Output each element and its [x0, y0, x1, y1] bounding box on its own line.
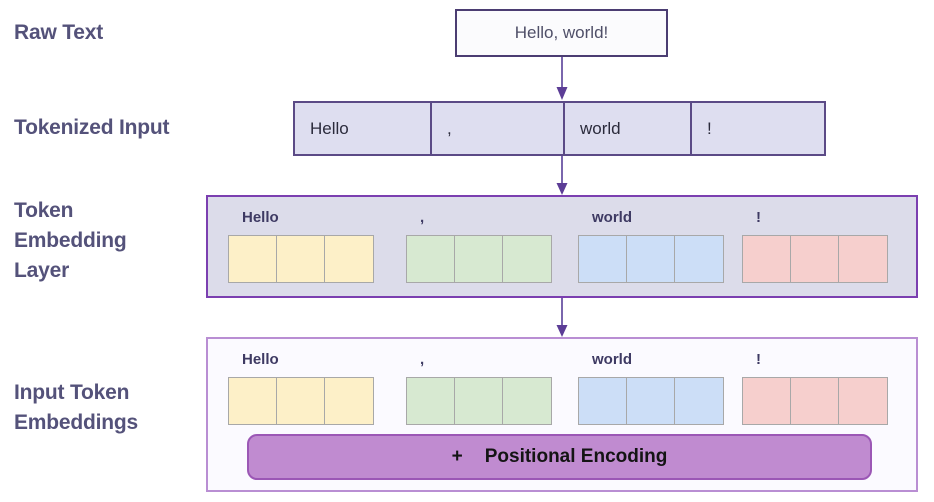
embedding-group-label: , [420, 351, 425, 368]
arrow-down-icon [556, 156, 568, 195]
embedding-vector-cells [406, 377, 552, 425]
embedding-vector-cells [742, 377, 888, 425]
row-label-input-token-embeddings: Input Token Embeddings [14, 381, 139, 434]
embedding-group-label: ! [756, 209, 761, 226]
embedding-vector-cells [228, 235, 374, 283]
embedding-cell [791, 236, 839, 282]
embedding-cell [579, 378, 627, 424]
embedding-vector-cells [578, 235, 724, 283]
embedding-cell [455, 378, 503, 424]
embedding-cell [503, 378, 551, 424]
token-cell-label: Hello [310, 118, 349, 138]
positional-encoding-bar: + Positional Encoding [247, 434, 872, 480]
embedding-vector-cells [406, 235, 552, 283]
embedding-cell [627, 378, 675, 424]
embedding-vector-cells [228, 377, 374, 425]
embedding-group-label: Hello [242, 209, 279, 226]
token-embedding-layer-panel: Hello , world ! [206, 195, 918, 298]
embedding-cell [325, 378, 373, 424]
token-cell: world [565, 103, 692, 154]
token-cell: Hello [295, 103, 432, 154]
token-cell-label: , [447, 118, 452, 138]
embedding-cell [455, 236, 503, 282]
embedding-cell [277, 378, 325, 424]
embedding-cell [325, 236, 373, 282]
embedding-cell [839, 378, 887, 424]
embedding-cell [743, 236, 791, 282]
positional-encoding-label: Positional Encoding [484, 446, 668, 467]
embedding-group-label: world [592, 351, 632, 368]
row-label-token-embedding-layer: Token Embedding Layer [14, 199, 127, 282]
raw-text-box: Hello, world! [455, 9, 668, 57]
embedding-cell [675, 236, 723, 282]
arrow-down-icon [556, 298, 568, 337]
token-cell: ! [692, 103, 824, 154]
embedding-cell [407, 378, 455, 424]
embedding-cell [791, 378, 839, 424]
tokenized-input-row: Hello , world ! [293, 101, 826, 156]
embedding-cell [743, 378, 791, 424]
embedding-cell [503, 236, 551, 282]
embedding-cell [579, 236, 627, 282]
token-cell: , [432, 103, 565, 154]
embedding-cell [839, 236, 887, 282]
embedding-group-label: Hello [242, 351, 279, 368]
plus-icon: + [451, 446, 463, 467]
embedding-cell [229, 236, 277, 282]
embedding-cell [627, 236, 675, 282]
embedding-cell [229, 378, 277, 424]
embedding-group-label: ! [756, 351, 761, 368]
embedding-cell [407, 236, 455, 282]
raw-text-value: Hello, world! [514, 23, 609, 42]
embedding-group-label: world [592, 209, 632, 226]
token-cell-label: ! [707, 118, 712, 138]
embedding-vector-cells [578, 377, 724, 425]
row-label-tokenized-input: Tokenized Input [14, 116, 170, 139]
token-cell-label: world [580, 118, 621, 138]
embedding-cell [675, 378, 723, 424]
embedding-group-label: , [420, 209, 425, 226]
row-label-raw-text: Raw Text [14, 21, 104, 44]
embedding-vector-cells [742, 235, 888, 283]
arrow-down-icon [556, 57, 568, 100]
embedding-cell [277, 236, 325, 282]
